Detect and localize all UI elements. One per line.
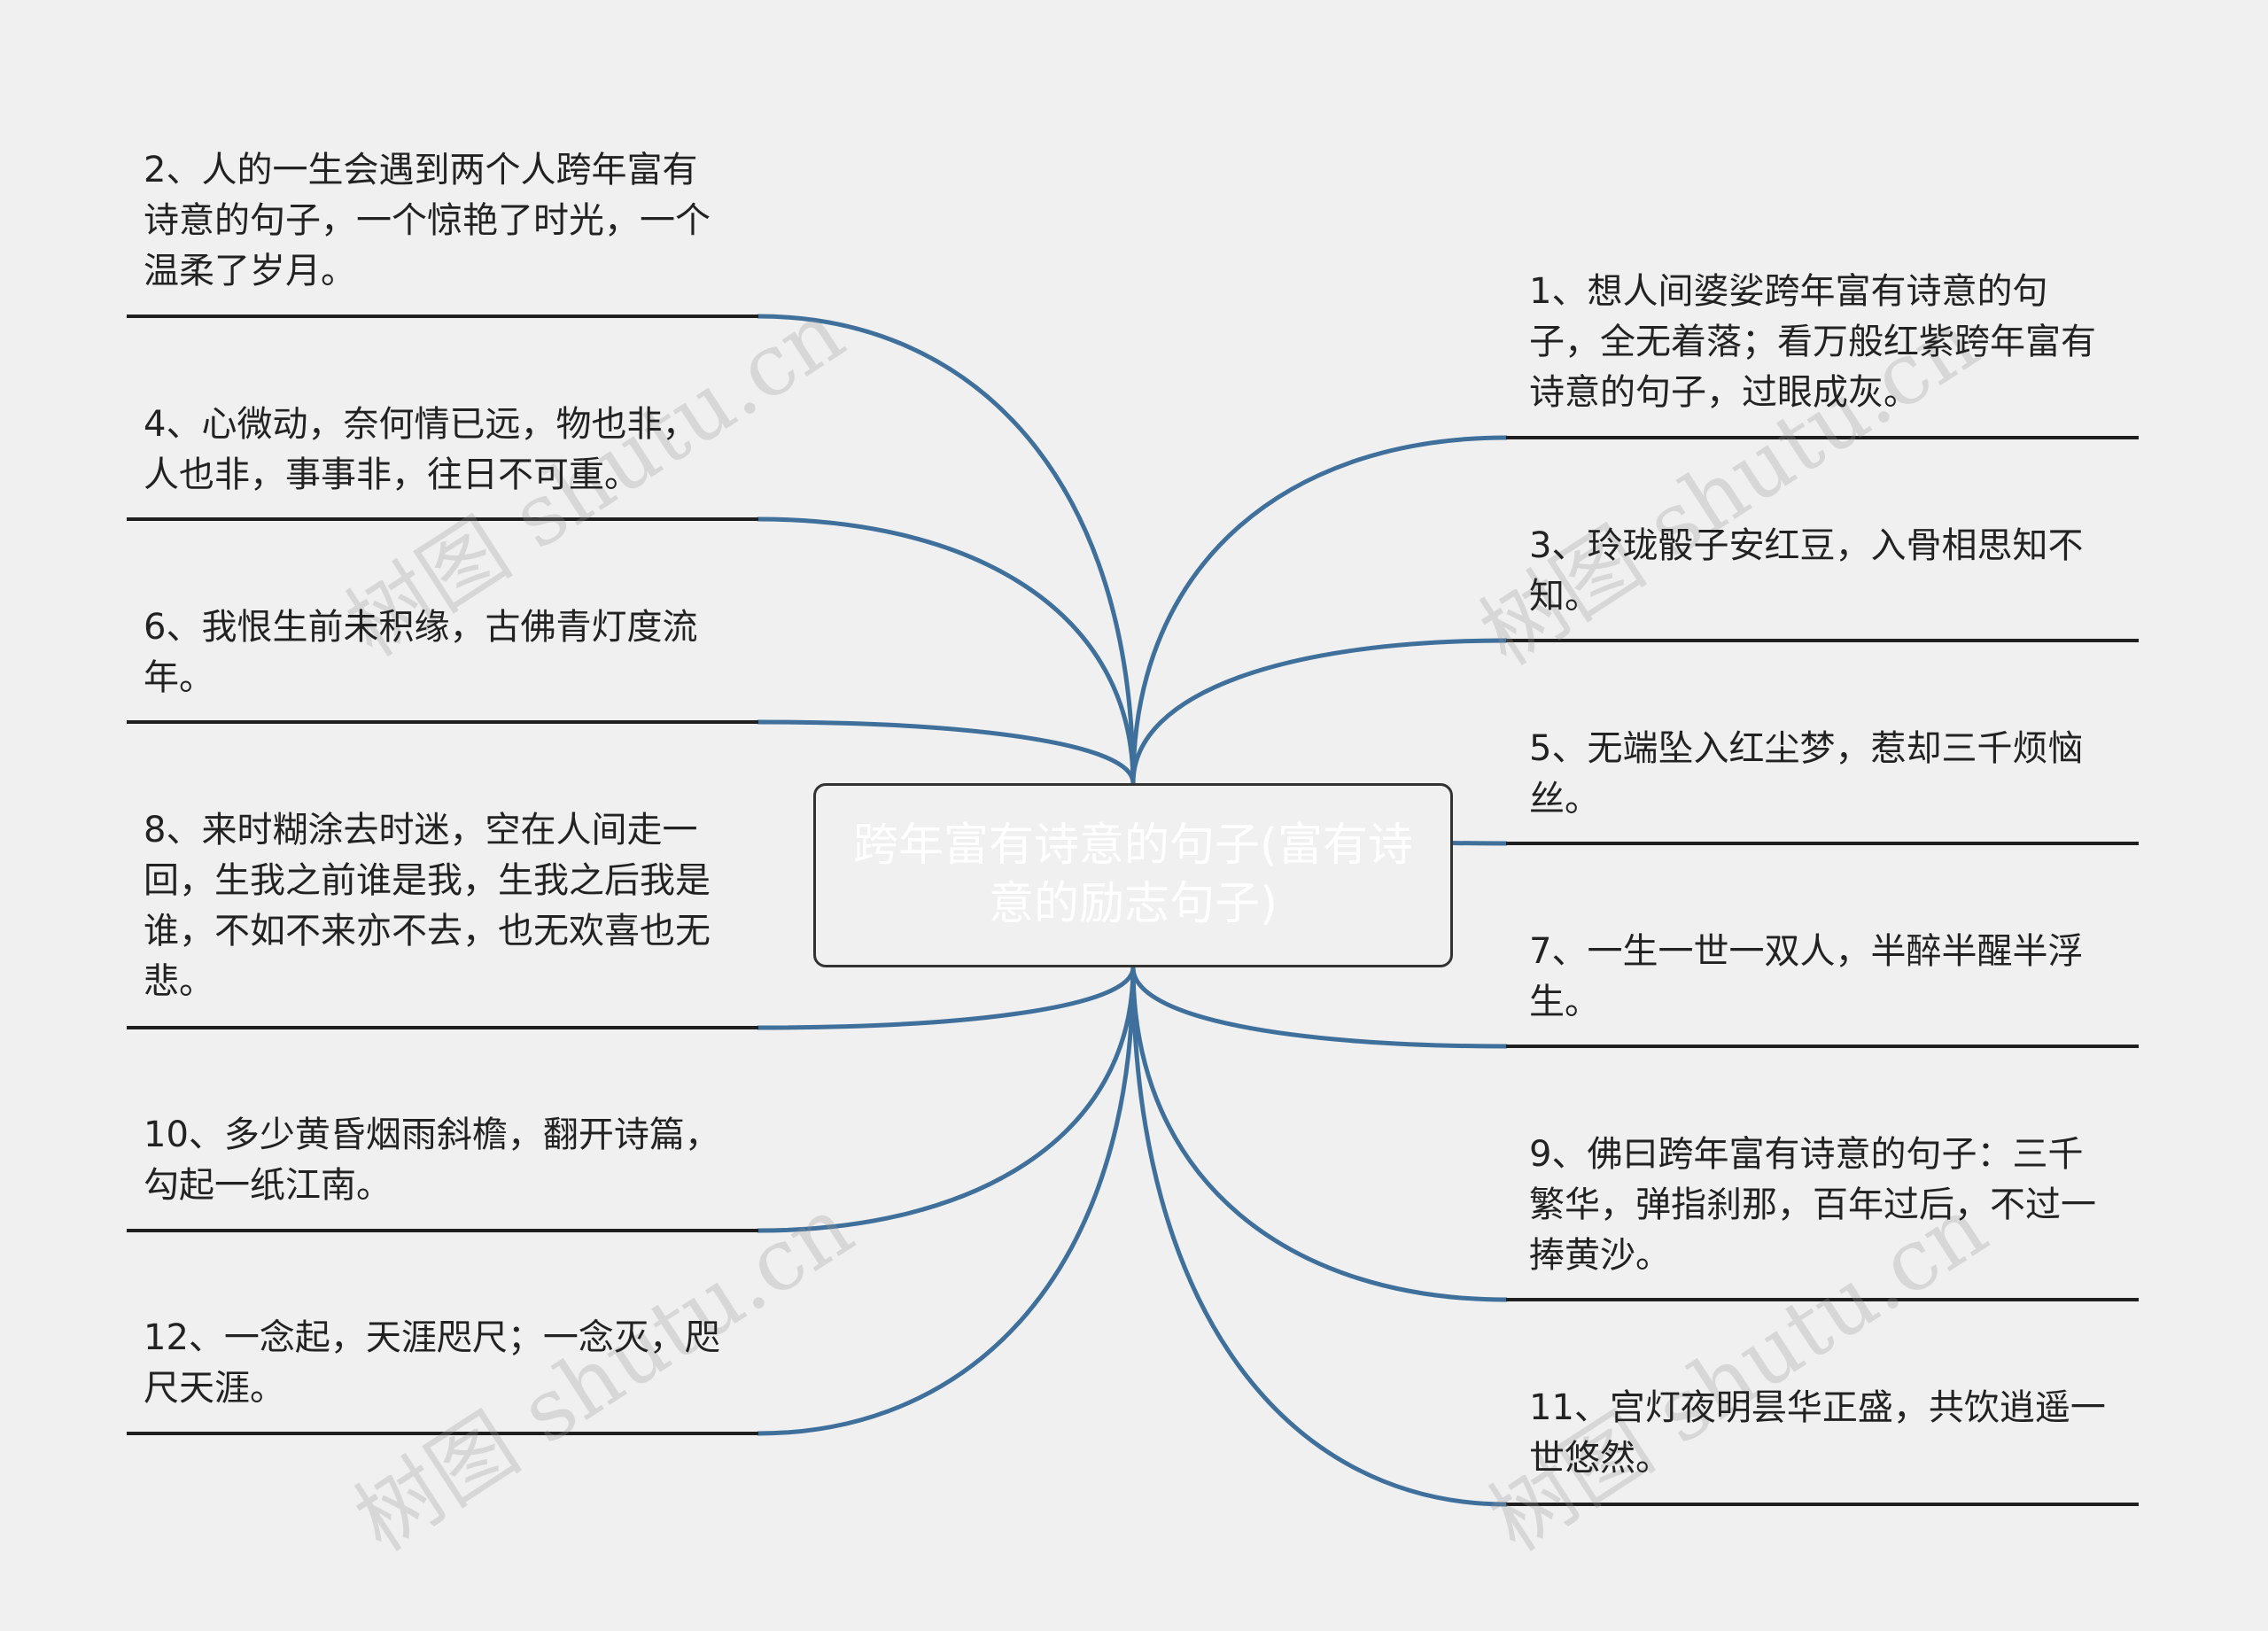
right-leaf-4[interactable]: 7、一生一世一双人，半醉半醒半浮生。 [1529,931,2084,1022]
left-leaf-6[interactable]: 12、一念起，天涯咫尺；一念灭，咫尺天涯。 [144,1317,720,1409]
leaf-underlines [127,315,2139,1506]
central-title: 跨年富有诗意的句子(富有诗意的励志句子) [853,819,1413,930]
left-connector-3 [756,719,1136,786]
left-leaf-3[interactable]: 6、我恨生前未积缘，古佛青灯度流年。 [144,607,698,698]
left-connector-5 [756,965,1136,1233]
right-leaf-1[interactable]: 1、想人间婆娑跨年富有诗意的句子，全无着落；看万般红紫跨年富有诗意的句子，过眼成… [1529,271,2096,413]
connector-lines [756,314,1509,1507]
left-connector-1 [756,314,1136,786]
left-connector-6 [756,965,1136,1436]
left-leaf-5[interactable]: 10、多少黄昏烟雨斜檐，翻开诗篇，勾起一纸江南。 [144,1115,720,1206]
left-connector-4 [756,965,1136,1030]
right-leaf-5[interactable]: 9、佛曰跨年富有诗意的句子：三千繁华，弹指刹那，百年过后，不过一捧黄沙。 [1529,1134,2096,1276]
left-connector-2 [756,516,1136,786]
right-leaf-2[interactable]: 3、玲珑骰子安红豆，入骨相思知不知。 [1529,525,2084,617]
left-leaf-4[interactable]: 8、来时糊涂去时迷，空在人间走一回，生我之前谁是我，生我之后我是谁，不如不来亦不… [144,810,711,1002]
right-connector-6 [1130,965,1509,1507]
central-node[interactable]: 跨年富有诗意的句子(富有诗意的励志句子) [813,783,1453,967]
left-leaf-2[interactable]: 4、心微动，奈何情已远，物也非，人也非，事事非，往日不可重。 [144,404,698,495]
left-leaf-1[interactable]: 2、人的一生会遇到两个人跨年富有诗意的句子，一个惊艳了时光，一个温柔了岁月。 [144,150,711,291]
right-leaf-6[interactable]: 11、宫灯夜明昙华正盛，共饮逍遥一世悠然。 [1529,1387,2106,1479]
right-connector-4 [1130,965,1509,1049]
right-leaf-3[interactable]: 5、无端坠入红尘梦，惹却三千烦恼丝。 [1529,728,2084,819]
right-connector-2 [1130,638,1509,786]
right-connector-1 [1130,435,1509,786]
right-connector-5 [1130,965,1509,1302]
